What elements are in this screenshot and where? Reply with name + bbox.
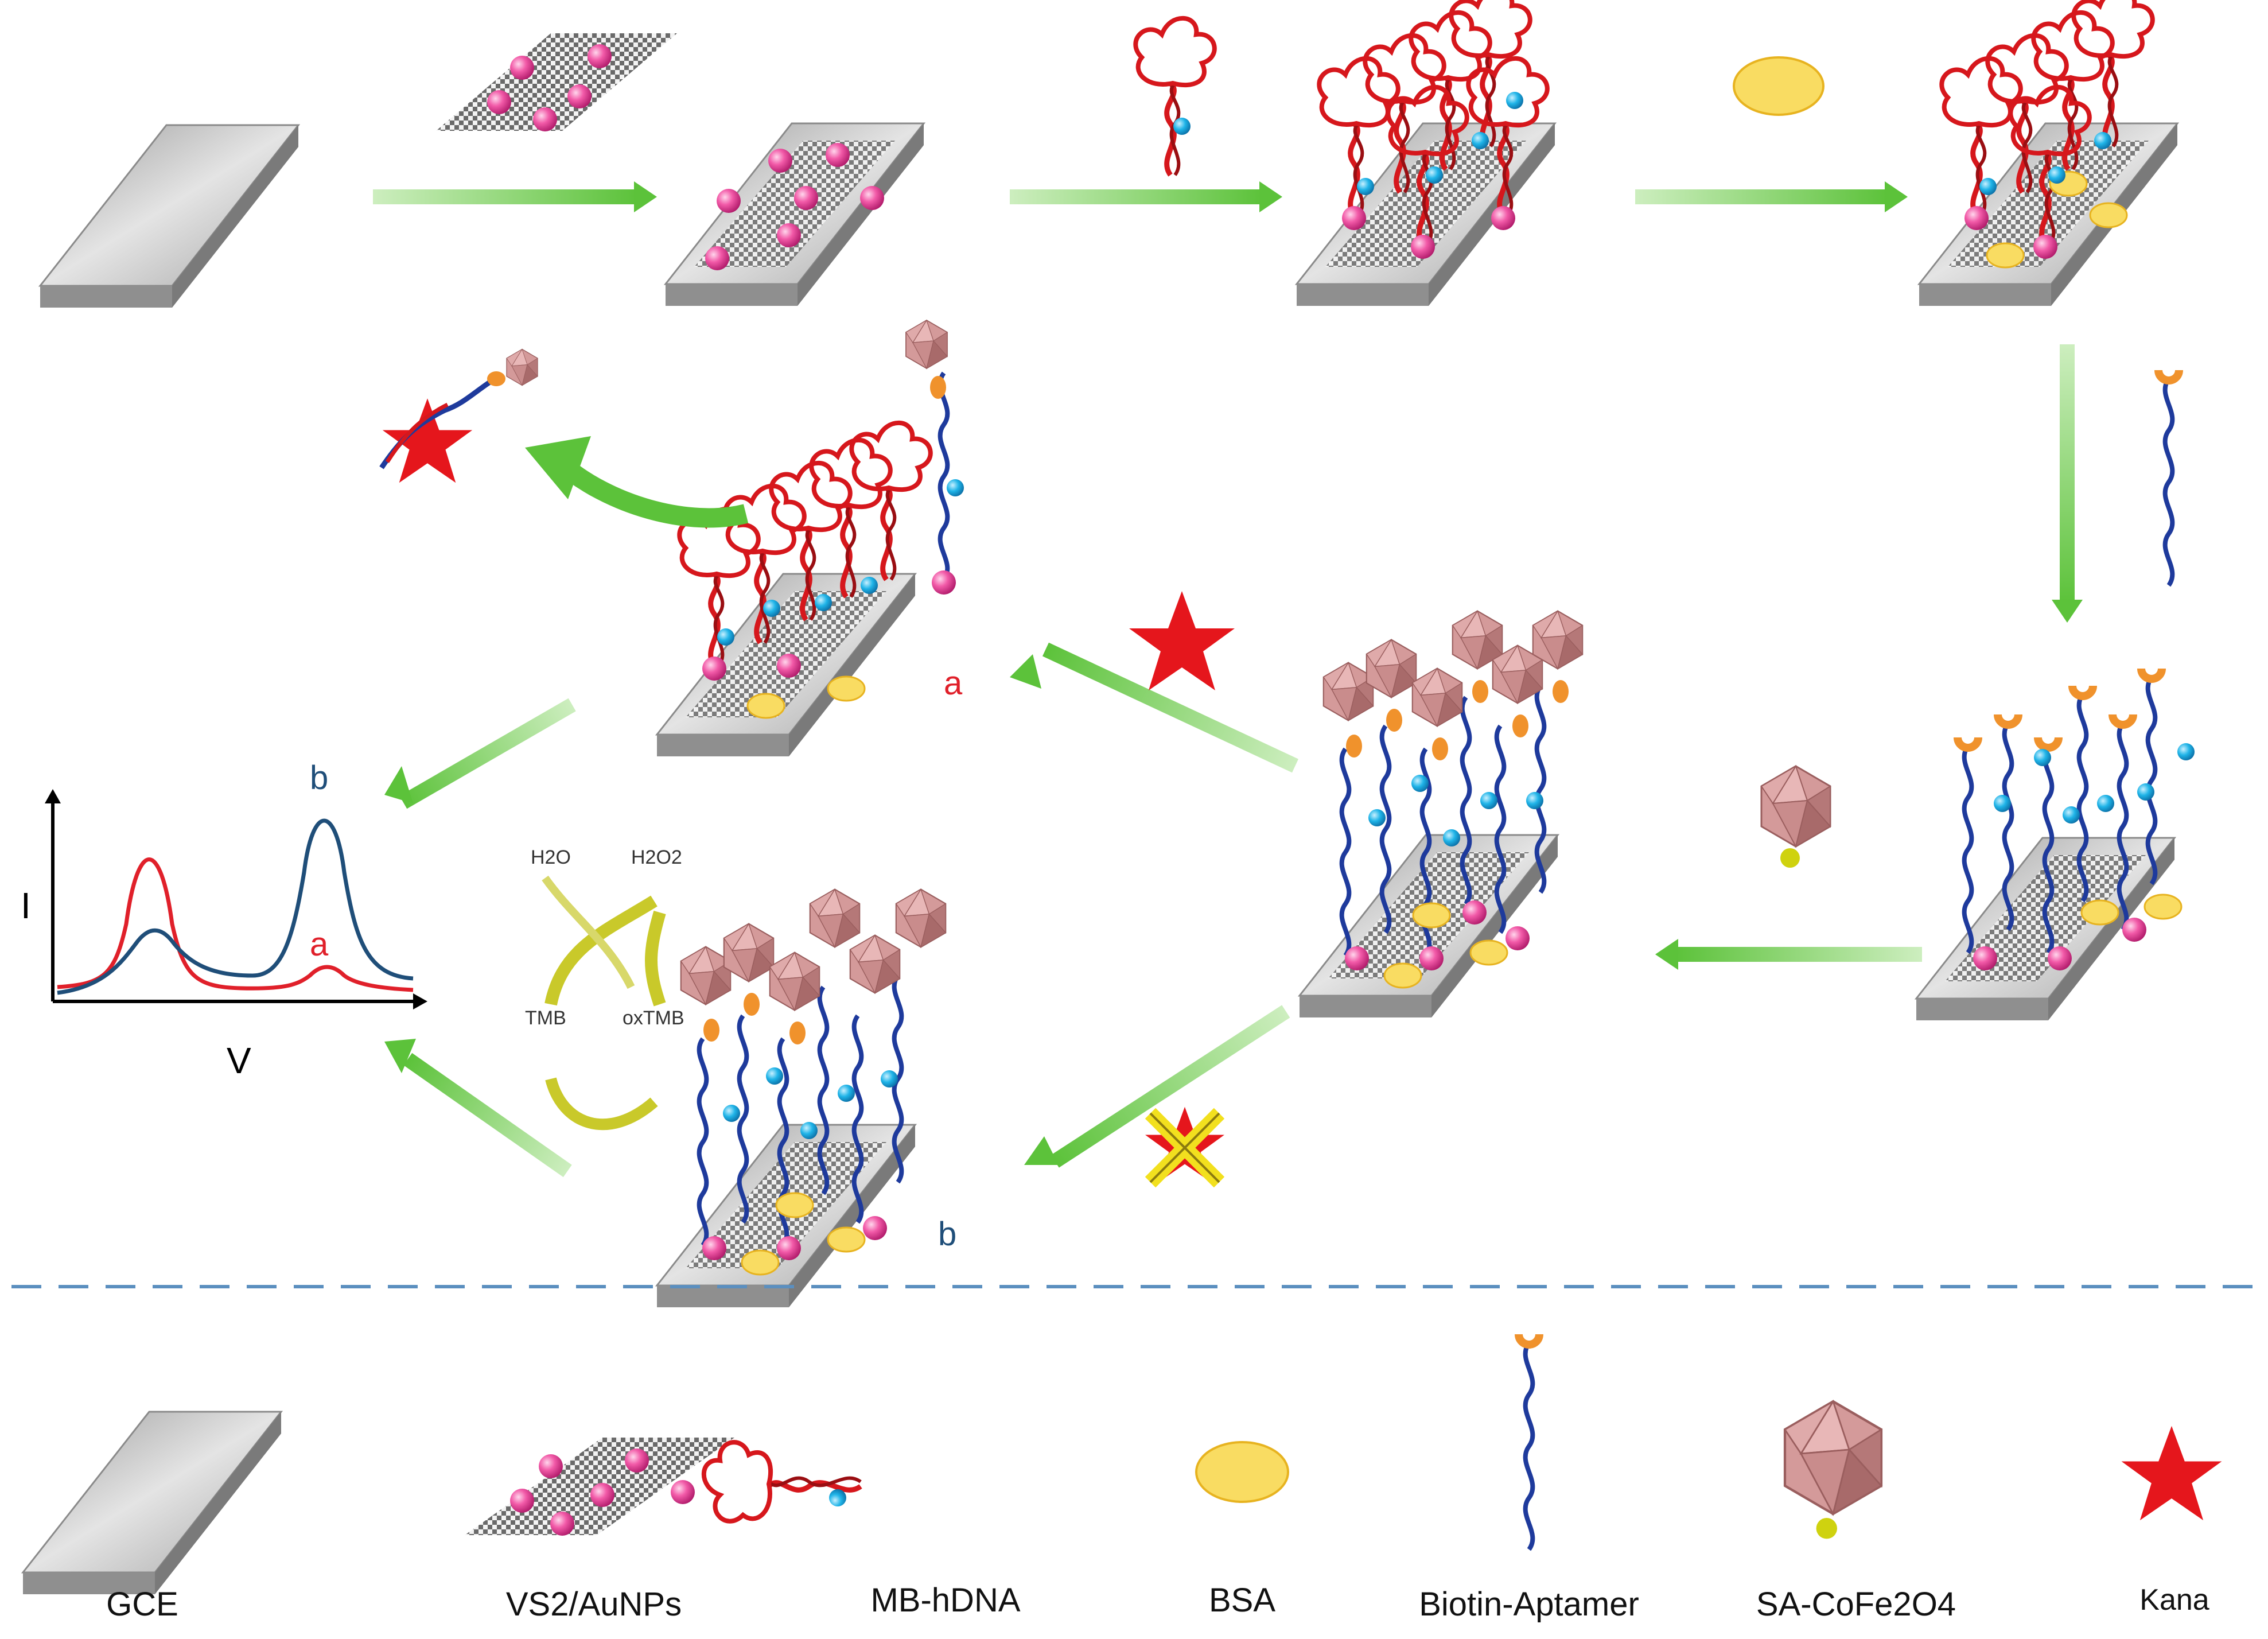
oxtmb-label: oxTMB bbox=[623, 1007, 684, 1029]
step-aptamer-gce bbox=[1916, 669, 2195, 1020]
bsa-cloud bbox=[1733, 56, 1824, 116]
legend-label-mb-hdna: MB-hDNA bbox=[870, 1582, 1020, 1619]
release-arrow bbox=[525, 436, 749, 528]
electrode-a-tag: a bbox=[944, 665, 963, 702]
arrow-8-a-to-plot bbox=[384, 698, 576, 809]
arrow-7-no-target bbox=[1024, 1005, 1290, 1168]
curve-a-label: a bbox=[310, 926, 329, 963]
arrow-3 bbox=[1635, 181, 1908, 212]
legend-label-kana: Kana bbox=[2139, 1583, 2209, 1617]
voltammogram: I V b a bbox=[21, 759, 427, 1081]
arrow-9-b-to-plot bbox=[384, 1039, 572, 1178]
arrow-5-left bbox=[1655, 939, 1922, 970]
legend-mb-hdna-icon bbox=[704, 1442, 861, 1521]
legend-bsa-icon bbox=[1195, 1441, 1289, 1503]
arrow-4-down bbox=[2052, 344, 2083, 623]
curve-b-label: b bbox=[310, 759, 328, 797]
step-vs2-aunps-gce bbox=[666, 123, 924, 306]
biotin-aptamer-probe bbox=[2158, 370, 2179, 585]
sa-cofe2o4-probe bbox=[1760, 765, 1831, 868]
tmb-label: TMB bbox=[525, 1007, 566, 1029]
catalytic-cycle: H2O H2O2 TMB oxTMB bbox=[525, 846, 684, 1131]
h2o2-label: H2O2 bbox=[631, 846, 682, 868]
step-hairpin-gce bbox=[1297, 0, 1555, 306]
vs2-aunps-sheet bbox=[436, 33, 677, 131]
step-bsa-gce bbox=[1919, 0, 2177, 306]
arrow-2 bbox=[1010, 181, 1282, 212]
legend-biotin-aptamer-icon bbox=[1519, 1334, 1539, 1549]
legend: GCE VS2/AuNPs MB-hDNA BSA Biotin-Aptamer… bbox=[22, 1334, 2222, 1623]
mb-hdna-probe bbox=[1135, 18, 1214, 175]
electrode-b-tag: b bbox=[938, 1215, 956, 1253]
plot-x-label: V bbox=[227, 1040, 251, 1081]
legend-vs2-aunps-icon bbox=[465, 1438, 734, 1536]
arrow-1 bbox=[373, 181, 657, 212]
legend-sa-cofe2o4-icon bbox=[1785, 1401, 1881, 1539]
step-bare-gce bbox=[39, 124, 299, 309]
legend-label-sa-cofe2o4: SA-CoFe2O4 bbox=[1756, 1586, 1956, 1623]
step-electrode-a bbox=[657, 320, 964, 756]
legend-label-gce: GCE bbox=[106, 1586, 178, 1623]
plot-y-label: I bbox=[21, 885, 31, 926]
legend-label-biotin-aptamer: Biotin-Aptamer bbox=[1419, 1586, 1639, 1623]
legend-label-vs2-aunps: VS2/AuNPs bbox=[506, 1586, 682, 1623]
legend-kana-icon bbox=[2121, 1426, 2222, 1521]
step-electrode-b bbox=[657, 888, 947, 1307]
curve-a bbox=[57, 857, 414, 992]
legend-gce-icon bbox=[22, 1411, 282, 1595]
no-target-mark bbox=[1145, 1106, 1225, 1188]
released-complex bbox=[379, 348, 538, 483]
curve-b bbox=[57, 818, 414, 995]
h2o-label: H2O bbox=[531, 846, 571, 868]
step-full-sensor bbox=[1300, 610, 1584, 1017]
arrow-6-target bbox=[1010, 642, 1299, 773]
kana-target-star bbox=[1129, 591, 1235, 690]
legend-label-bsa: BSA bbox=[1209, 1582, 1275, 1619]
